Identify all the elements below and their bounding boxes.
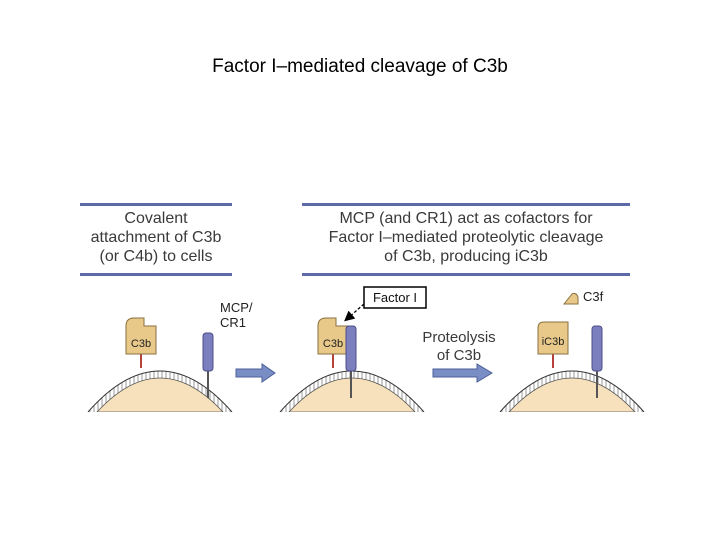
proteolysis-label-line2: of C3b: [437, 347, 481, 364]
c3b-label-middle: C3b: [323, 338, 343, 350]
cell-body: [97, 378, 223, 412]
arrow-right-icon: [433, 364, 492, 382]
cell-right: [500, 371, 644, 412]
factor-i-label: Factor I: [373, 290, 417, 305]
arrow-right-icon: [236, 364, 275, 382]
cell-left: [88, 371, 232, 412]
cell-body: [509, 378, 635, 412]
mcp-label-line2: CR1: [220, 315, 246, 330]
proteolysis-label-line1: Proteolysis: [422, 329, 495, 346]
factor-i-dashed-arrow: [348, 304, 364, 318]
background-mask: [0, 412, 720, 540]
mcp-label-line1: MCP/: [220, 300, 253, 315]
mcp-receptor-left: [203, 333, 213, 371]
c3f-fragment: [564, 293, 578, 304]
c3f-label: C3f: [583, 289, 604, 304]
ic3b-label: iC3b: [542, 336, 565, 348]
c3b-label-left: C3b: [131, 338, 151, 350]
mcp-receptor-middle: [346, 326, 356, 371]
mcp-receptor-right: [592, 326, 602, 371]
